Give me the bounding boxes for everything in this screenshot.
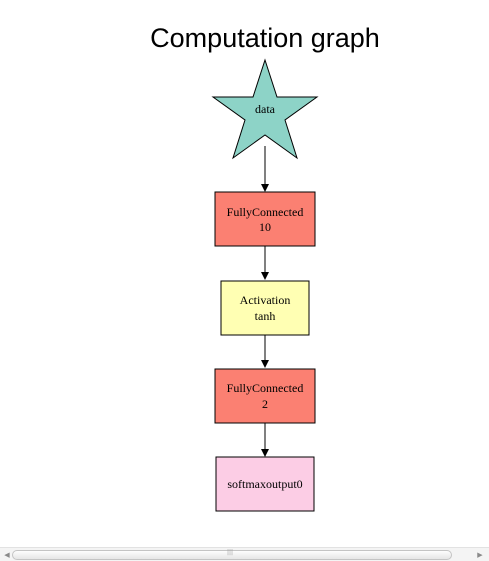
graph-title: Computation graph: [150, 23, 380, 53]
node-op-label: FullyConnected: [227, 205, 304, 219]
star-shape: [211, 58, 319, 160]
node-fullyconnected-10[interactable]: FullyConnected 10: [214, 191, 316, 247]
node-box: [214, 191, 316, 247]
computation-graph: data FullyConnected 10 Activation tanh F…: [211, 58, 319, 512]
node-op-label: Activation: [240, 293, 291, 307]
node-activation-tanh[interactable]: Activation tanh: [220, 280, 310, 336]
node-op-label: softmaxoutput0: [227, 477, 302, 491]
node-box: [215, 456, 315, 512]
scroll-left-arrow-icon[interactable]: ◀: [4, 551, 10, 559]
scroll-right-arrow-icon[interactable]: ▶: [477, 551, 483, 559]
node-fullyconnected-2[interactable]: FullyConnected 2: [214, 368, 316, 424]
node-param-label: 10: [259, 220, 271, 234]
node-param-label: 2: [262, 397, 268, 411]
node-param-label: tanh: [255, 309, 276, 323]
horizontal-scrollbar[interactable]: ◀ ||| ▶: [0, 547, 489, 561]
scroll-grip-icon: |||: [227, 549, 234, 556]
node-softmaxoutput0[interactable]: softmaxoutput0: [215, 456, 315, 512]
node-data-label: data: [255, 102, 276, 116]
node-data[interactable]: data: [211, 58, 319, 160]
node-box: [220, 280, 310, 336]
node-box: [214, 368, 316, 424]
scroll-thumb[interactable]: |||: [12, 549, 452, 560]
node-op-label: FullyConnected: [227, 381, 304, 395]
